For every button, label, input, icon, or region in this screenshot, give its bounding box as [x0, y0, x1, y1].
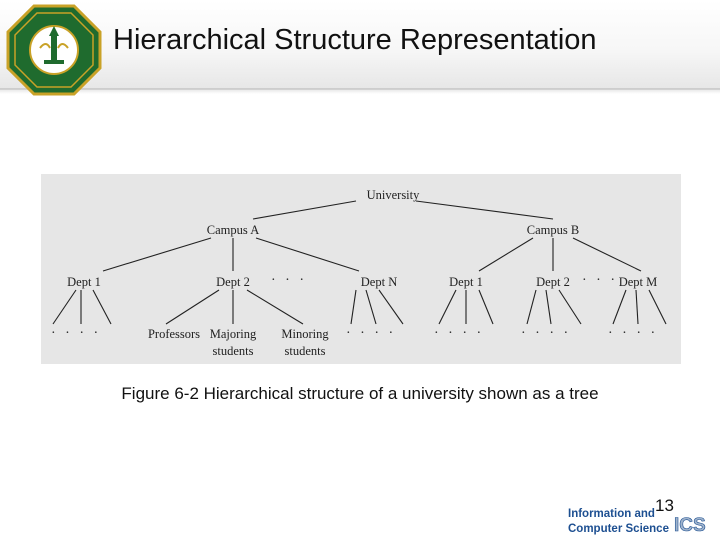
leaf-ellipsis-1: · · · ·	[51, 326, 101, 341]
node-majoring-students-line1: Majoring	[210, 327, 257, 341]
node-minoring-students-line2: students	[285, 344, 326, 358]
slide-title: Hierarchical Structure Representation	[113, 24, 597, 56]
footer-logo-line2: Computer Science	[568, 523, 669, 535]
node-majoring-students-line2: students	[213, 344, 254, 358]
tree-edges	[52, 200, 667, 325]
university-tree-figure: University Campus A Campus B Dept 1 Dept…	[41, 174, 681, 364]
figure-caption: Figure 6-2 Hierarchical structure of a u…	[121, 384, 599, 403]
ics-footer-logo: Information and Computer Science ICS	[568, 508, 706, 536]
node-campus-a: Campus A	[207, 223, 259, 237]
ellipsis-campus-b-depts: · · ·	[582, 273, 618, 288]
slide-header	[0, 0, 720, 90]
university-seal-logo	[6, 4, 102, 96]
node-professors: Professors	[148, 327, 200, 341]
header-shadow	[0, 88, 720, 94]
node-campus-b-dept-m: Dept M	[619, 275, 658, 289]
node-campus-a-dept-1: Dept 1	[67, 275, 101, 289]
node-root: University	[367, 188, 421, 202]
leaf-ellipsis-2: · · · ·	[346, 326, 396, 341]
node-campus-b: Campus B	[527, 223, 579, 237]
leaf-ellipsis-4: · · · ·	[521, 326, 571, 341]
leaf-ellipsis-5: · · · ·	[608, 326, 658, 341]
node-campus-b-dept-2: Dept 2	[536, 275, 570, 289]
footer-logo-mark: ICS	[674, 515, 706, 536]
node-campus-a-dept-2: Dept 2	[216, 275, 250, 289]
leaf-ellipsis-3: · · · ·	[434, 326, 484, 341]
tree-diagram: University Campus A Campus B Dept 1 Dept…	[51, 188, 667, 358]
ellipsis-campus-a-depts: · · ·	[271, 273, 307, 288]
footer-logo-line1: Information and	[568, 508, 655, 520]
node-campus-b-dept-1: Dept 1	[449, 275, 483, 289]
node-campus-a-dept-n: Dept N	[361, 275, 397, 289]
page-number: 13	[655, 496, 674, 515]
node-minoring-students-line1: Minoring	[281, 327, 329, 341]
